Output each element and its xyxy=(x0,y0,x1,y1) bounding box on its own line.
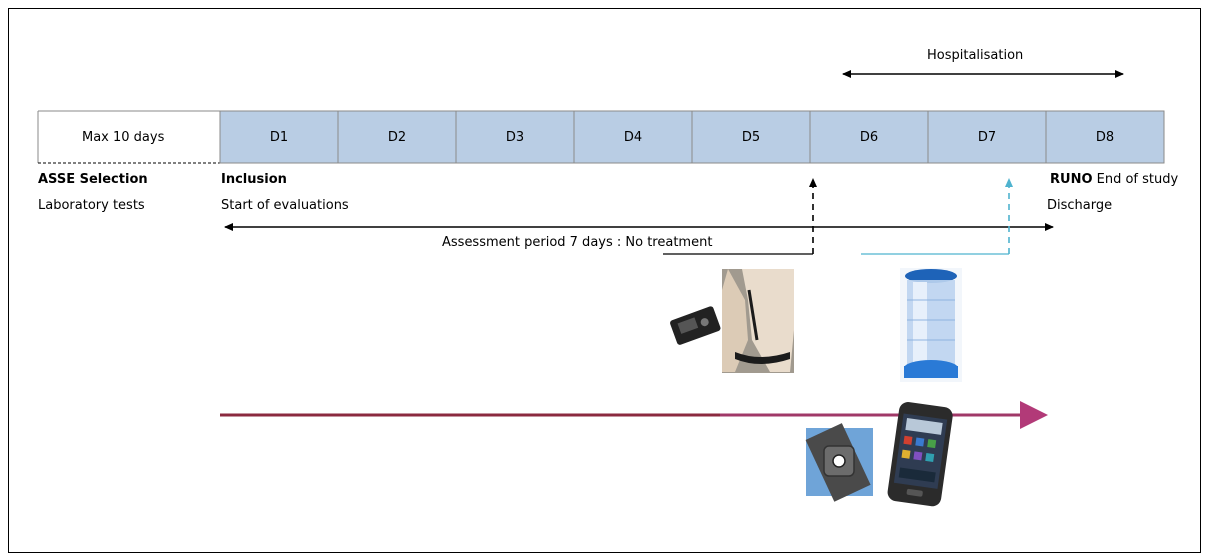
figure-frame xyxy=(8,8,1201,553)
day-cell-d6 xyxy=(809,110,929,164)
end-of-study-text: End of study xyxy=(1092,172,1179,187)
day-label-d8: D8 xyxy=(1095,130,1115,145)
day-cells xyxy=(219,110,1165,164)
end-of-study-label: RUNO End of study xyxy=(1050,172,1178,188)
hospitalisation-label: Hospitalisation xyxy=(927,48,1024,63)
selection-title: ASSE Selection xyxy=(38,172,148,187)
spirometer-cylinder-icon xyxy=(900,268,962,382)
day-label-d2: D2 xyxy=(387,130,407,145)
pre-study-box xyxy=(37,110,220,164)
day-cell-d7 xyxy=(927,110,1047,164)
selection-subtitle: Laboratory tests xyxy=(38,198,145,213)
day-label-d3: D3 xyxy=(505,130,525,145)
end-of-study-code: RUNO xyxy=(1050,172,1093,187)
day-cell-d2 xyxy=(337,110,457,164)
day-cell-d1 xyxy=(219,110,339,164)
day-cell-d8 xyxy=(1045,110,1165,164)
day-label-d4: D4 xyxy=(623,130,643,145)
inclusion-subtitle: Start of evaluations xyxy=(221,198,349,213)
wrist-actimeter-icon xyxy=(805,423,873,502)
day-label-d1: D1 xyxy=(269,130,289,145)
assessment-period-label: Assessment period 7 days : No treatment xyxy=(442,235,713,250)
day-label-d7: D7 xyxy=(977,130,997,145)
pre-study-label: Max 10 days xyxy=(82,130,165,145)
day-cell-d5 xyxy=(691,110,811,164)
monitoring-timeline-arrow xyxy=(220,401,1048,429)
day-label-d5: D5 xyxy=(741,130,761,145)
smartphone-icon xyxy=(887,402,953,507)
day-label-d6: D6 xyxy=(859,130,879,145)
holter-chest-device-icon xyxy=(670,269,794,373)
discharge-label: Discharge xyxy=(1047,198,1113,213)
day-cell-d4 xyxy=(573,110,693,164)
inclusion-title: Inclusion xyxy=(221,172,287,187)
day-cell-d3 xyxy=(455,110,575,164)
holter-connector xyxy=(663,178,817,255)
spirometer-connector xyxy=(861,178,1013,255)
